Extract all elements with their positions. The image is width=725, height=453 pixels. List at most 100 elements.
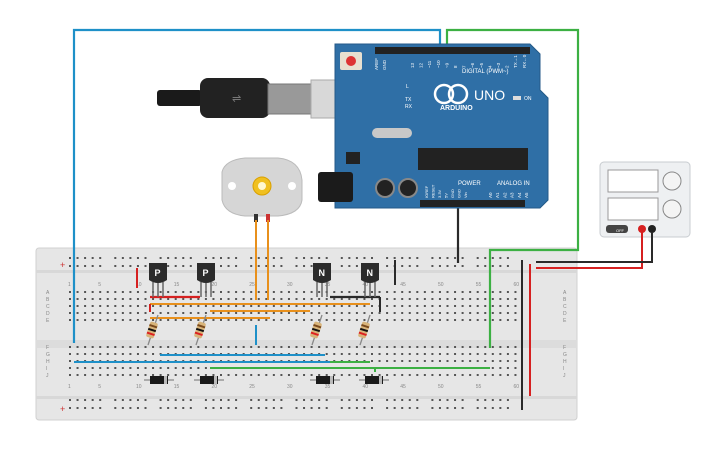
breadboard-hole[interactable] (386, 305, 389, 307)
breadboard-hole[interactable] (76, 319, 79, 321)
breadboard-hole[interactable] (189, 319, 192, 321)
breadboard-hole[interactable] (469, 305, 472, 307)
breadboard-hole[interactable] (355, 312, 358, 314)
breadboard-hole[interactable] (438, 360, 441, 362)
breadboard-hole[interactable] (416, 257, 419, 259)
breadboard-hole[interactable] (348, 374, 351, 376)
breadboard-hole[interactable] (348, 291, 351, 293)
breadboard-hole[interactable] (280, 319, 283, 321)
breadboard-hole[interactable] (91, 305, 94, 307)
breadboard-hole[interactable] (371, 291, 373, 293)
breadboard-hole[interactable] (144, 367, 147, 369)
breadboard-hole[interactable] (220, 346, 222, 348)
breadboard-hole[interactable] (401, 257, 404, 259)
breadboard-hole[interactable] (99, 298, 102, 300)
breadboard-hole[interactable] (152, 346, 155, 348)
breadboard-hole[interactable] (159, 312, 162, 314)
breadboard-hole[interactable] (476, 265, 479, 267)
breadboard-hole[interactable] (272, 319, 275, 321)
breadboard-hole[interactable] (99, 374, 102, 376)
breadboard-hole[interactable] (287, 319, 290, 321)
breadboard-hole[interactable] (250, 346, 253, 348)
breadboard-hole[interactable] (499, 367, 502, 369)
breadboard-hole[interactable] (295, 407, 298, 409)
breadboard-hole[interactable] (182, 257, 185, 259)
wire-blue-long[interactable] (72, 28, 442, 343)
breadboard-hole[interactable] (129, 346, 132, 348)
breadboard-hole[interactable] (461, 346, 464, 348)
breadboard-hole[interactable] (491, 346, 494, 348)
breadboard-hole[interactable] (340, 374, 343, 376)
breadboard-hole[interactable] (99, 346, 102, 348)
wire-psu-black[interactable] (536, 232, 653, 263)
breadboard-hole[interactable] (476, 291, 479, 293)
breadboard-hole[interactable] (355, 291, 358, 293)
breadboard-hole[interactable] (393, 305, 396, 307)
breadboard-hole[interactable] (121, 374, 124, 376)
breadboard-hole[interactable] (159, 399, 162, 401)
breadboard-hole[interactable] (99, 312, 102, 314)
breadboard-hole[interactable] (91, 298, 94, 300)
breadboard-hole[interactable] (144, 298, 147, 300)
breadboard-hole[interactable] (91, 407, 94, 409)
breadboard-hole[interactable] (129, 305, 132, 307)
breadboard-hole[interactable] (144, 399, 147, 401)
breadboard-hole[interactable] (257, 312, 260, 314)
power-switch[interactable] (606, 225, 628, 233)
breadboard-hole[interactable] (114, 407, 117, 409)
breadboard-hole[interactable] (136, 353, 139, 355)
breadboard-hole[interactable] (348, 407, 351, 409)
breadboard-hole[interactable] (318, 291, 321, 293)
breadboard-hole[interactable] (265, 407, 268, 409)
breadboard-hole[interactable] (189, 312, 192, 314)
breadboard-hole[interactable] (423, 298, 426, 300)
breadboard-hole[interactable] (242, 298, 245, 300)
breadboard-hole[interactable] (250, 298, 253, 300)
breadboard-hole[interactable] (99, 399, 102, 401)
breadboard-hole[interactable] (491, 305, 494, 307)
breadboard-hole[interactable] (167, 298, 170, 300)
breadboard-hole[interactable] (265, 305, 268, 307)
breadboard-hole[interactable] (114, 257, 117, 259)
breadboard-hole[interactable] (250, 312, 253, 314)
breadboard-hole[interactable] (333, 305, 336, 307)
breadboard-hole[interactable] (144, 291, 147, 293)
breadboard-hole[interactable] (265, 399, 268, 401)
breadboard-hole[interactable] (227, 407, 230, 409)
breadboard-hole[interactable] (355, 407, 358, 409)
breadboard-hole[interactable] (476, 298, 479, 300)
breadboard-hole[interactable] (91, 374, 94, 376)
breadboard-hole[interactable] (401, 291, 404, 293)
breadboard-hole[interactable] (189, 298, 192, 300)
breadboard-hole[interactable] (378, 312, 381, 314)
breadboard-hole[interactable] (129, 319, 132, 321)
breadboard-hole[interactable] (484, 305, 487, 307)
breadboard-hole[interactable] (325, 319, 328, 321)
breadboard-hole[interactable] (340, 407, 343, 409)
voltage-knob[interactable] (662, 171, 682, 191)
breadboard-hole[interactable] (438, 374, 441, 376)
breadboard-hole[interactable] (257, 265, 260, 267)
breadboard-hole[interactable] (303, 291, 306, 293)
breadboard-hole[interactable] (204, 257, 207, 259)
breadboard-hole[interactable] (189, 305, 192, 307)
breadboard-hole[interactable] (371, 360, 373, 362)
breadboard-hole[interactable] (280, 291, 283, 293)
breadboard-hole[interactable] (265, 319, 268, 321)
transistor[interactable]: N (313, 263, 331, 297)
breadboard-hole[interactable] (371, 319, 373, 321)
breadboard-hole[interactable] (250, 407, 253, 409)
breadboard-hole[interactable] (212, 319, 215, 321)
breadboard-hole[interactable] (167, 346, 170, 348)
breadboard-hole[interactable] (506, 257, 509, 259)
breadboard-hole[interactable] (371, 312, 373, 314)
breadboard-hole[interactable] (408, 291, 411, 293)
breadboard-hole[interactable] (393, 319, 396, 321)
breadboard-hole[interactable] (136, 305, 139, 307)
breadboard-hole[interactable] (499, 257, 502, 259)
breadboard-hole[interactable] (446, 407, 449, 409)
breadboard-hole[interactable] (159, 407, 162, 409)
breadboard-hole[interactable] (438, 319, 441, 321)
breadboard-hole[interactable] (212, 291, 215, 293)
